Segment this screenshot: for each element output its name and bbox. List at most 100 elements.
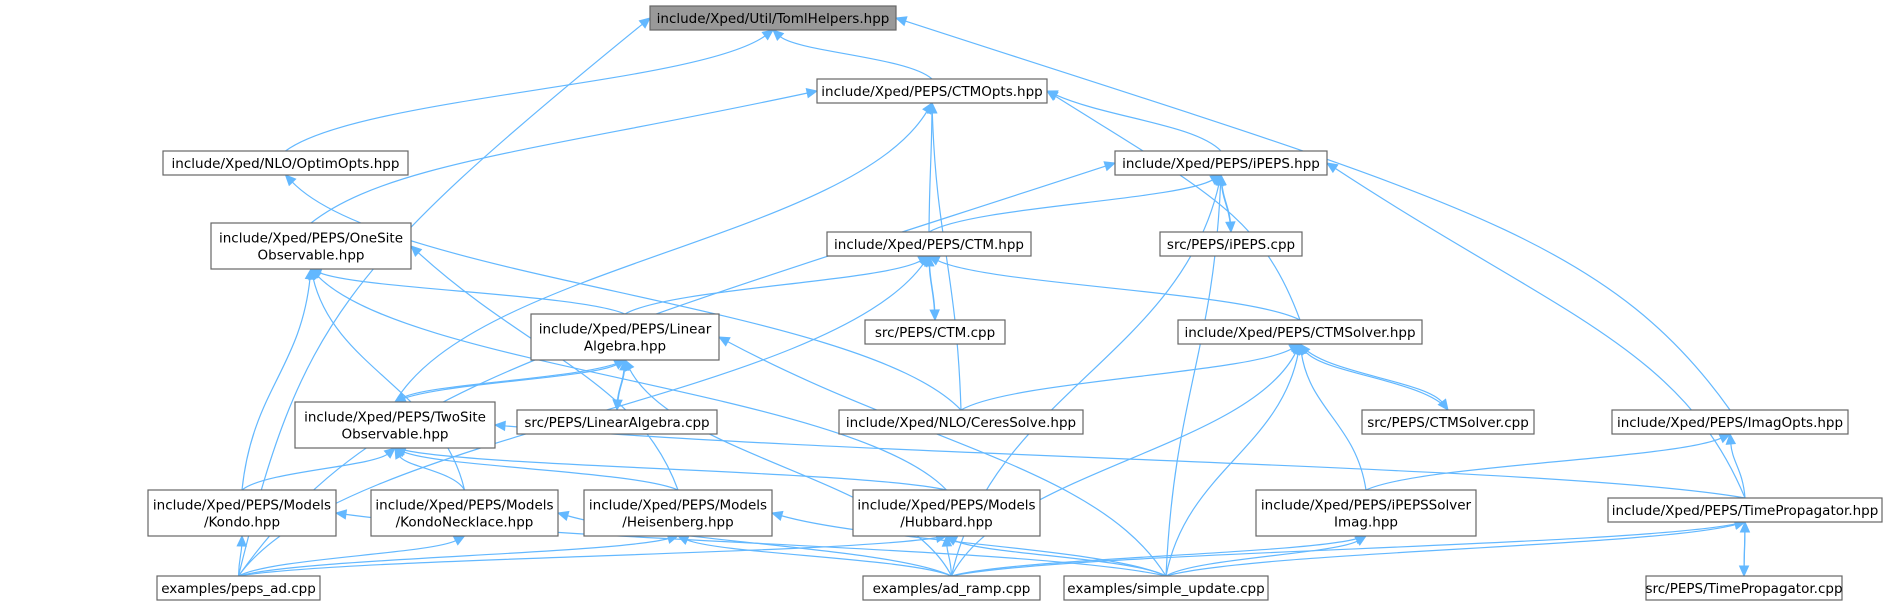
file-node-kondonecklace[interactable]: include/Xped/PEPS/Models/KondoNecklace.h… — [370, 489, 559, 537]
node-label-line: include/Xped/Util/TomlHelpers.hpp — [657, 11, 890, 27]
file-node-tomlhelpers[interactable]: include/Xped/Util/TomlHelpers.hpp — [649, 5, 897, 31]
arrowhead — [927, 101, 938, 114]
edge-line — [1054, 95, 1301, 321]
dependency-edge-simpleupdate-to-ipepssolver — [1165, 535, 1368, 577]
node-label-line: examples/peps_ad.cpp — [161, 581, 316, 597]
arrowhead — [556, 510, 570, 521]
arrowhead — [1045, 90, 1059, 102]
node-label-line: include/Xped/NLO/CeresSolve.hpp — [846, 415, 1076, 431]
file-node-imagopts[interactable]: include/Xped/PEPS/ImagOpts.hpp — [1611, 409, 1849, 435]
file-node-timeprop[interactable]: include/Xped/PEPS/TimePropagator.hpp — [1607, 497, 1883, 523]
edge-line — [1730, 442, 1746, 499]
edge-line — [285, 34, 767, 152]
file-node-ctmsolver[interactable]: include/Xped/PEPS/CTMSolver.hpp — [1177, 319, 1423, 345]
edge-line — [780, 514, 1167, 577]
file-node-ipepscpp[interactable]: src/PEPS/iPEPS.cpp — [1159, 231, 1303, 257]
edge-line — [904, 20, 1731, 411]
arrowhead — [894, 16, 908, 27]
dependency-edge-linalg-to-twosite — [393, 359, 626, 403]
edge-line — [951, 537, 1358, 577]
file-node-ceres[interactable]: include/Xped/NLO/CeresSolve.hpp — [838, 409, 1084, 435]
arrowhead — [1225, 221, 1236, 234]
file-node-hubbard[interactable]: include/Xped/PEPS/Models/Hubbard.hpp — [852, 489, 1041, 537]
node-box — [1607, 497, 1883, 523]
edge-line — [503, 425, 1746, 499]
file-nodes: include/Xped/Util/TomlHelpers.hpp include… — [147, 5, 1883, 601]
arrowhead — [1354, 535, 1368, 546]
file-node-linalg[interactable]: include/Xped/PEPS/LinearAlgebra.hpp — [530, 313, 720, 361]
file-node-ctm[interactable]: include/Xped/PEPS/CTM.hpp — [826, 231, 1032, 257]
edge-line — [928, 179, 1214, 233]
node-label-line: Algebra.hpp — [584, 339, 666, 355]
file-node-ctmopts[interactable]: include/Xped/PEPS/CTMOpts.hpp — [816, 78, 1048, 104]
node-label-line: /Hubbard.hpp — [900, 515, 993, 531]
arrowhead — [638, 17, 651, 29]
dependency-edge-linalg-to-onesite — [309, 268, 626, 315]
node-label-line: src/PEPS/iPEPS.cpp — [1167, 237, 1295, 253]
node-label-line: /KondoNecklace.hpp — [396, 515, 534, 531]
dependency-edge-ctmsolver-to-ctmsolvercpp — [1299, 343, 1449, 411]
edge-line — [1365, 437, 1723, 491]
file-node-kondo[interactable]: include/Xped/PEPS/Models/Kondo.hpp — [147, 489, 337, 537]
dependency-edge-adramp-to-linalg — [624, 358, 953, 577]
file-node-simpleupdate[interactable]: examples/simple_update.cpp — [1063, 575, 1269, 601]
node-label-line: src/PEPS/TimePropagator.cpp — [1645, 581, 1842, 597]
edge-line — [726, 340, 1167, 577]
node-label-line: /Heisenberg.hpp — [622, 515, 733, 531]
node-box — [583, 489, 773, 537]
arrowhead — [761, 29, 774, 41]
edge-line — [394, 110, 928, 403]
dependency-edge-ipeps-to-ctmopts — [1045, 90, 1222, 152]
edge-line — [316, 275, 947, 491]
arrowhead — [284, 174, 297, 187]
dependency-edge-ctmsolver-to-ctmopts — [1045, 90, 1301, 321]
arrowhead — [805, 88, 819, 99]
edge-line — [616, 359, 626, 402]
edge-line — [936, 259, 1301, 321]
node-box — [1159, 231, 1303, 257]
arrowhead — [717, 336, 731, 347]
edge-line — [1165, 352, 1299, 577]
file-node-optimopts[interactable]: include/Xped/NLO/OptimOpts.hpp — [162, 150, 409, 176]
arrowhead — [383, 447, 396, 459]
file-node-timepropcpp[interactable]: src/PEPS/TimePropagator.cpp — [1645, 575, 1843, 601]
file-node-heisenberg[interactable]: include/Xped/PEPS/Models/Heisenberg.hpp — [583, 489, 773, 537]
edge-line — [1334, 167, 1746, 499]
node-box — [838, 409, 1084, 435]
dependency-edge-hubbard-to-twosite — [393, 445, 947, 491]
file-node-ctmcpp[interactable]: src/PEPS/CTM.cpp — [864, 319, 1006, 345]
arrowhead — [772, 29, 785, 42]
file-node-linalgcpp[interactable]: src/PEPS/LinearAlgebra.cpp — [516, 409, 718, 435]
edge-line — [928, 255, 936, 312]
edge-line — [237, 544, 243, 577]
node-label-line: include/Xped/PEPS/ImagOpts.hpp — [1617, 415, 1843, 431]
edge-line — [931, 111, 962, 411]
edge-line — [319, 272, 626, 315]
node-label-line: include/Xped/PEPS/TwoSite — [304, 410, 486, 426]
dependency-edge-linalg-to-linalgcpp — [612, 359, 626, 412]
edge-line — [402, 451, 679, 491]
dependency-edge-adramp-to-heisenberg — [676, 535, 952, 577]
node-label-line: include/Xped/PEPS/Models — [857, 498, 1035, 514]
file-node-adramp[interactable]: examples/ad_ramp.cpp — [862, 575, 1041, 601]
node-box — [649, 5, 897, 31]
node-box — [210, 222, 412, 270]
file-node-ctmsolvercpp[interactable]: src/PEPS/CTMSolver.cpp — [1361, 409, 1535, 435]
node-label-line: include/Xped/NLO/OptimOpts.hpp — [172, 156, 400, 172]
file-node-ipeps[interactable]: include/Xped/PEPS/iPEPS.hpp — [1114, 150, 1328, 176]
file-node-pepsad[interactable]: examples/peps_ad.cpp — [156, 575, 321, 601]
dependency-edge-optimopts-to-tomlhelpers — [285, 29, 774, 152]
node-box — [1611, 409, 1849, 435]
arrowhead — [770, 510, 784, 521]
dependency-edge-pepsad-to-hubbard — [238, 532, 948, 577]
dependency-edge-kondonecklace-to-onesite — [308, 267, 466, 491]
arrowhead — [1325, 162, 1339, 174]
node-box — [1645, 575, 1843, 601]
dependency-edge-simpleupdate-to-linalg — [717, 336, 1167, 577]
dependency-edge-adramp-to-hubbard — [941, 534, 953, 577]
edge-line — [1165, 523, 1737, 577]
edge-line — [241, 453, 389, 491]
